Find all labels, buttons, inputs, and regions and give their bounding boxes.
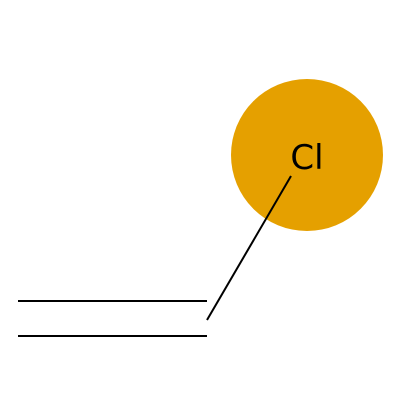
cl-atom-label: Cl xyxy=(290,138,323,178)
cl-atom-highlight xyxy=(231,79,383,231)
single-bond-c-cl xyxy=(206,175,292,321)
